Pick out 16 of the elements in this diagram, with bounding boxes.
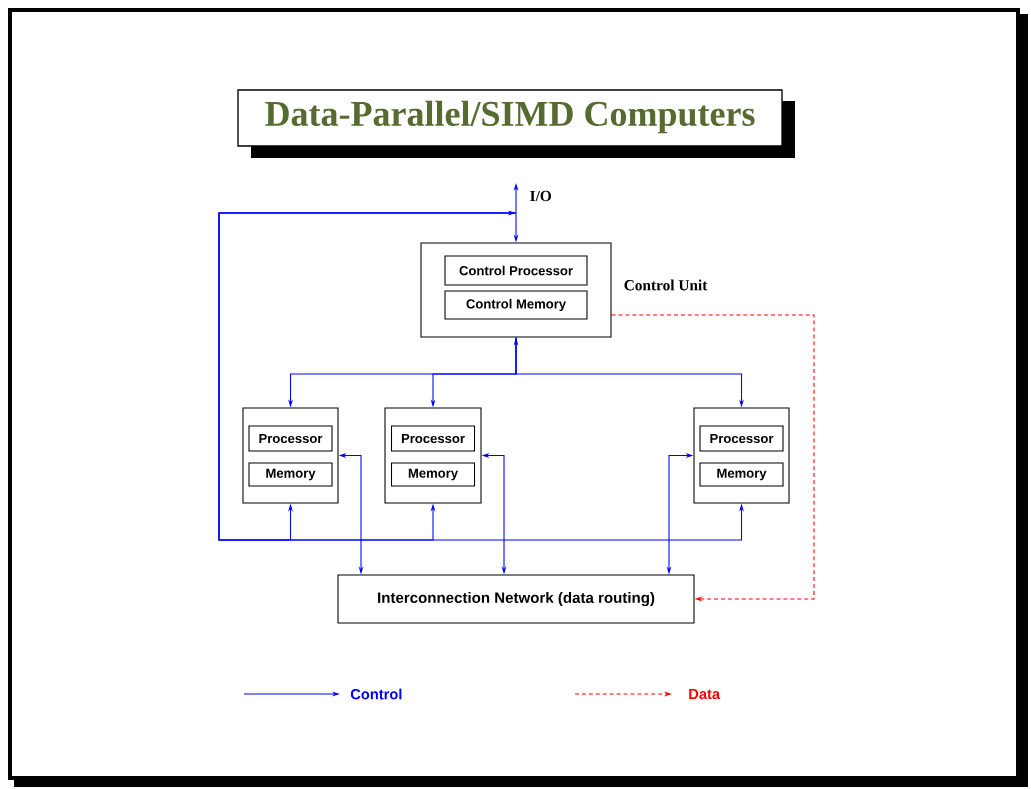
legend-label: Control: [350, 688, 402, 700]
processor-box: Control Processor: [444, 255, 588, 286]
memory-box: Memory: [390, 462, 476, 487]
dashed-arrow: [611, 314, 815, 602]
memory-box: Memory: [699, 462, 784, 487]
arrow: [218, 212, 744, 541]
memory-box: Control Memory: [444, 290, 588, 320]
unit-heading: Control Unit: [624, 279, 708, 291]
network-box: Interconnection Network (data routing): [337, 574, 695, 624]
title-banner: Data-Parallel/SIMD Computers: [237, 89, 795, 158]
memory-box: Memory: [248, 462, 333, 487]
processor-box: Processor: [699, 425, 784, 452]
edge-label: I/O: [530, 190, 551, 202]
processor-box: Processor: [248, 425, 333, 452]
processor-box: Processor: [390, 425, 476, 452]
legend-label: Data: [689, 688, 721, 700]
